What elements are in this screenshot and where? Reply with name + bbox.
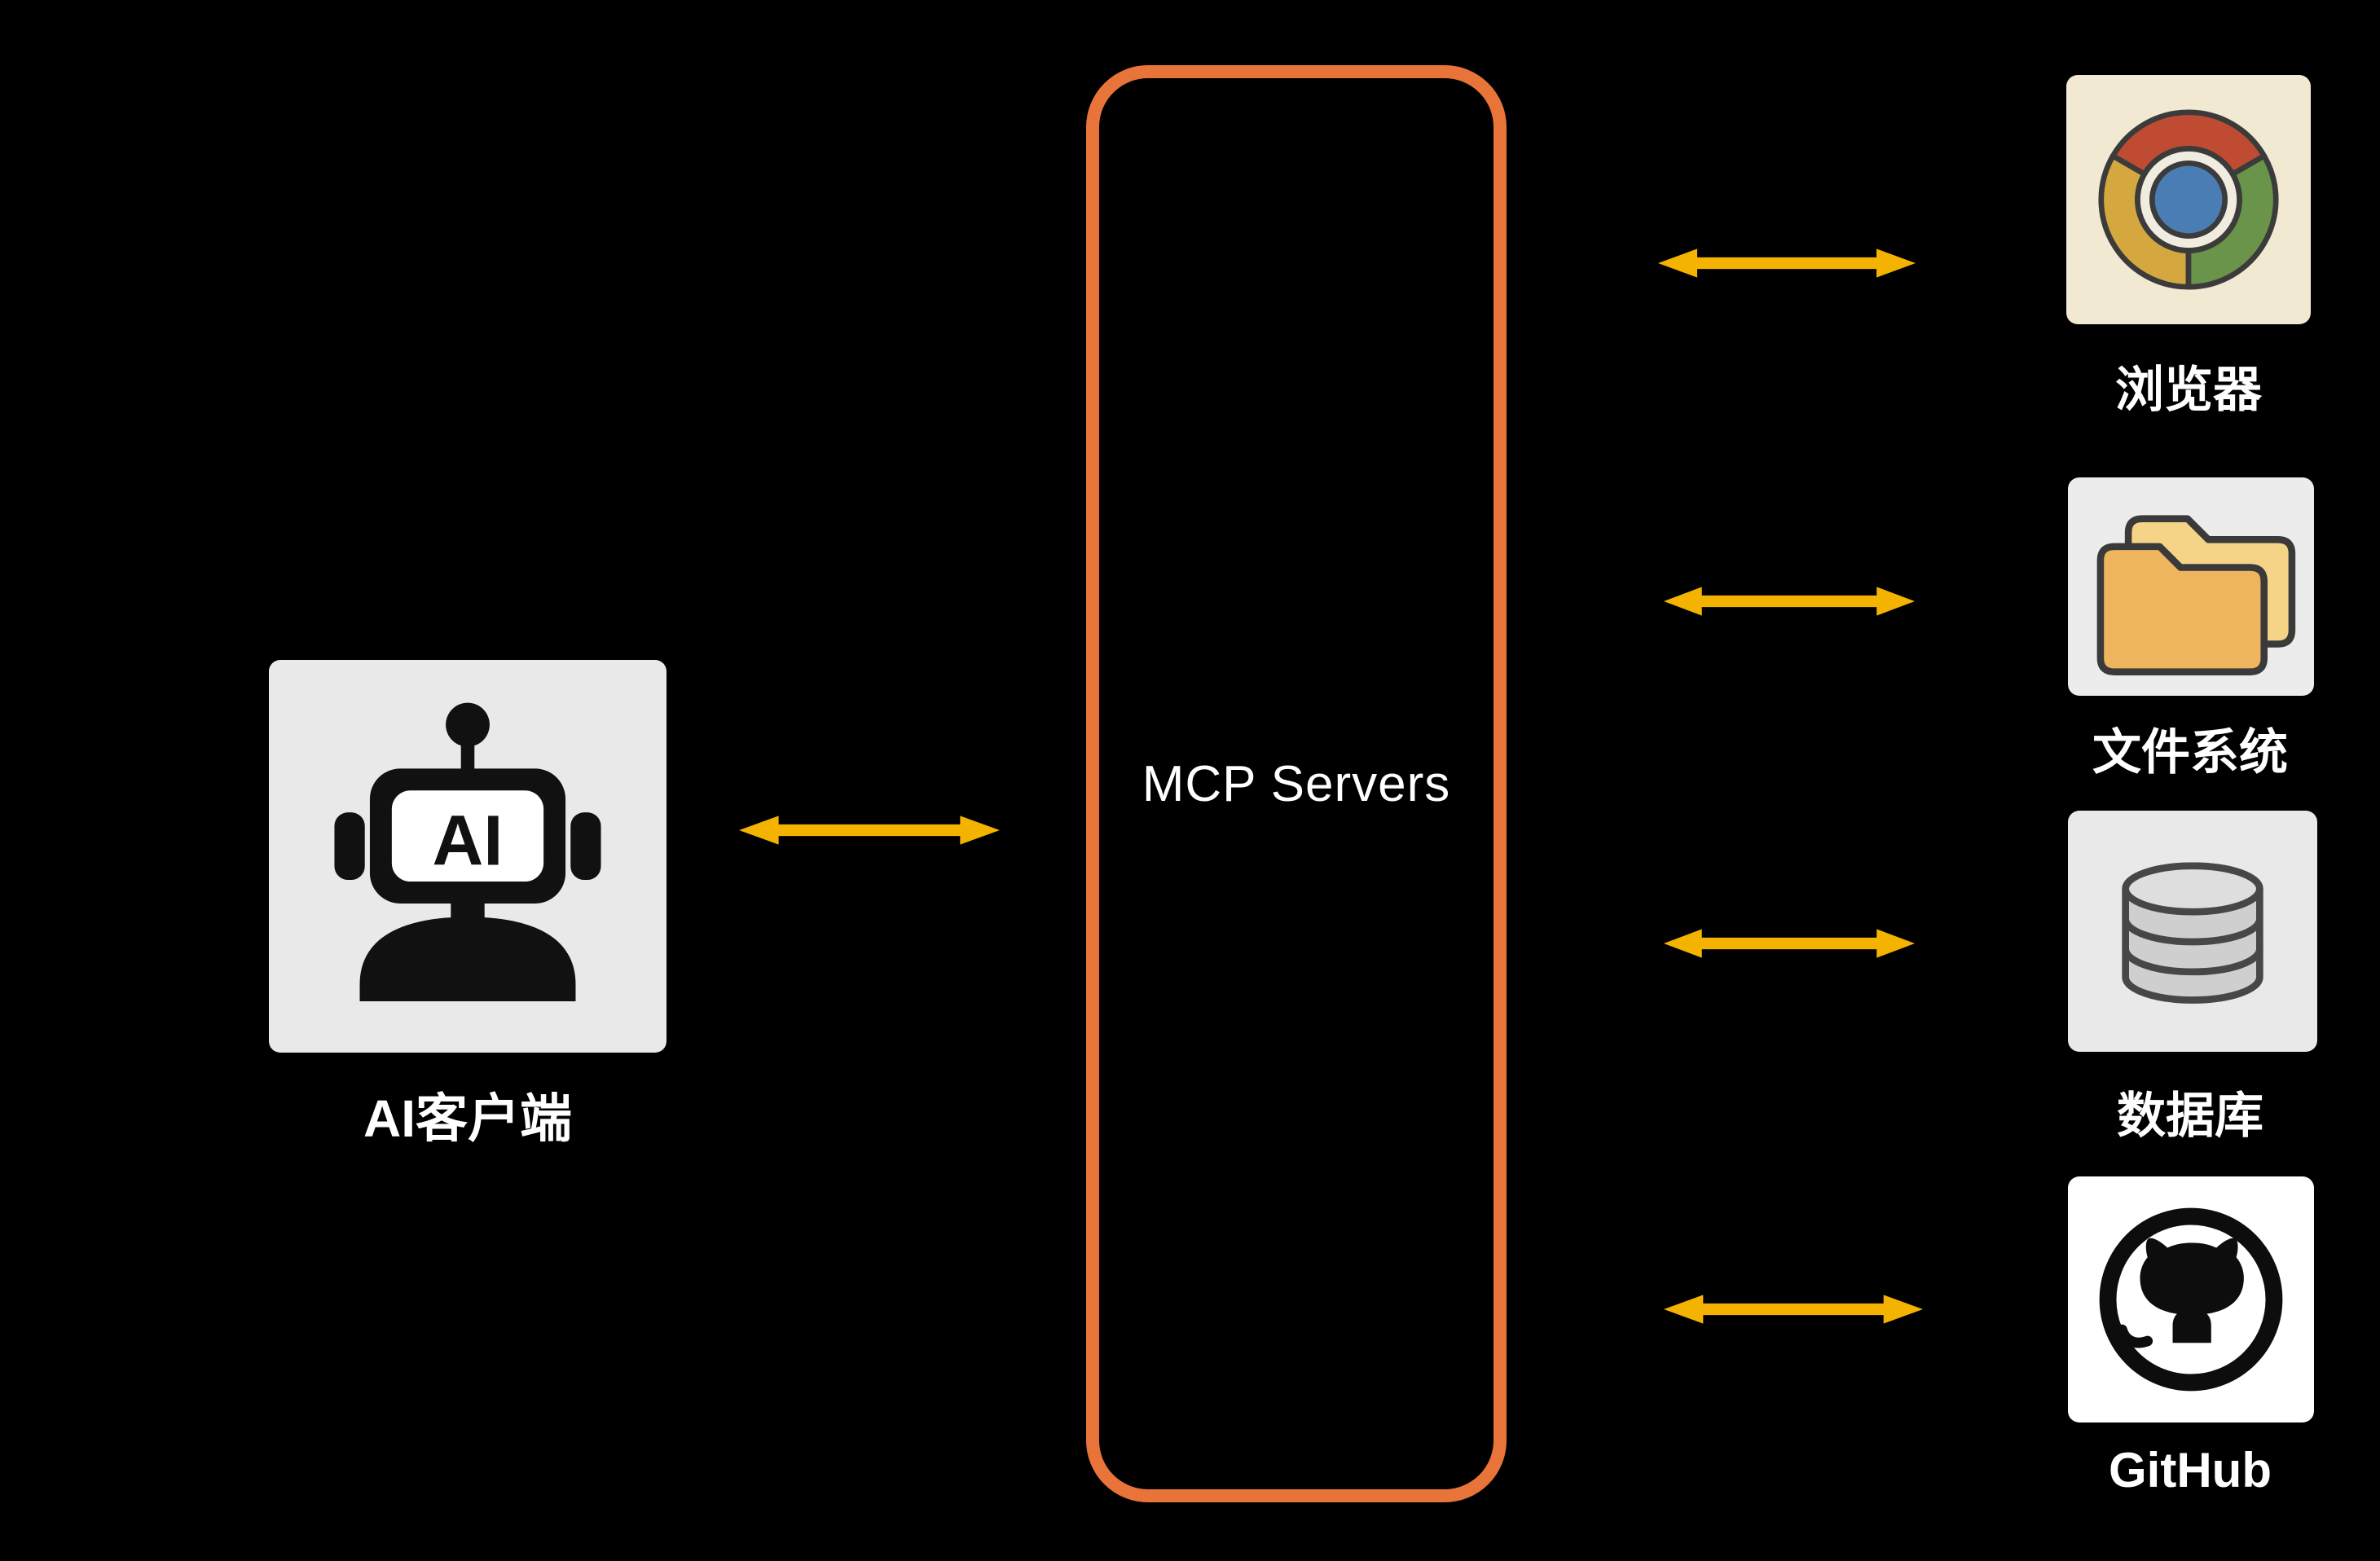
github-tile: [2068, 1176, 2314, 1422]
github-icon: [2099, 1207, 2283, 1392]
arrow-hub-browser: [1656, 245, 1917, 281]
browser-tile: [2066, 75, 2311, 324]
filesystem-tile: [2068, 477, 2314, 696]
double-arrow-icon: [739, 816, 1000, 845]
database-label: 数据库: [2117, 1088, 2263, 1143]
double-arrow-icon: [1664, 1295, 1923, 1324]
ai-client-label: AI客户端: [363, 1089, 572, 1148]
browser-label: 浏览器: [2115, 363, 2262, 417]
arrow-hub-database: [1662, 926, 1916, 961]
double-arrow-icon: [1663, 929, 1916, 958]
mcp-servers-label: MCP Servers: [1142, 755, 1451, 812]
arrow-client-hub: [737, 812, 1001, 848]
double-arrow-icon: [1663, 587, 1916, 616]
database-tile: [2068, 811, 2317, 1052]
ai-screen-text: AI: [433, 801, 504, 880]
double-arrow-icon: [1658, 248, 1916, 278]
arrow-hub-github: [1662, 1291, 1925, 1327]
filesystem-label: 文件系统: [2092, 725, 2288, 780]
ai-client-tile: AI: [269, 660, 666, 1053]
mcp-servers-box: MCP Servers: [1086, 65, 1507, 1502]
github-label: GitHub: [2109, 1443, 2272, 1497]
ai-robot-icon: AI: [334, 702, 601, 1002]
database-icon: [2122, 862, 2263, 1004]
folder-icon: [2096, 515, 2296, 675]
arrow-hub-filesystem: [1662, 583, 1916, 619]
chrome-browser-icon: [2098, 109, 2279, 290]
